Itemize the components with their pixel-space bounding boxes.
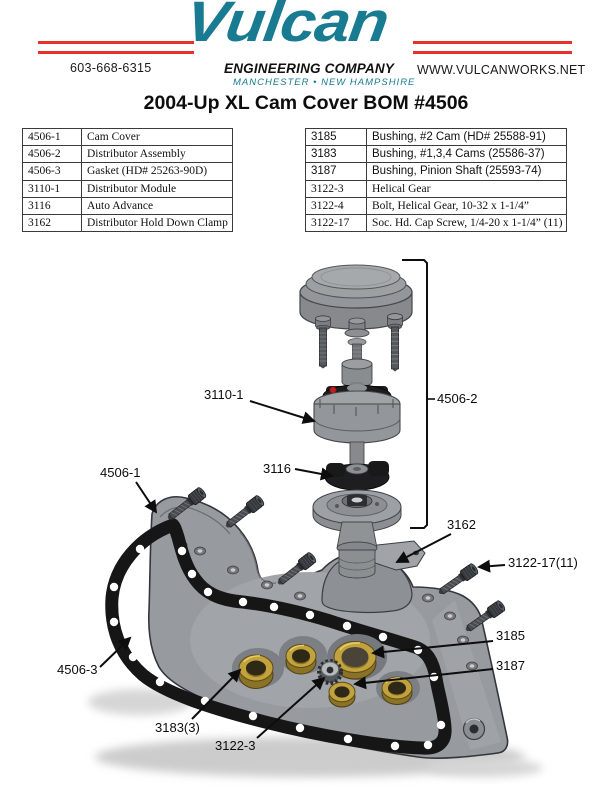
- part-label-4506-1: 4506-1: [100, 465, 140, 480]
- part-description: Gasket (HD# 25263-90D): [81, 162, 233, 181]
- part-description: Bushing, Pinion Shaft (25593-74): [365, 162, 568, 181]
- distributor-module: [313, 384, 401, 444]
- callout-labels: 3110-1 3116 4506-1 3162 3122-17(11) 3185 3187 4…: [57, 259, 578, 753]
- logo-subtitle: ENGINEERING COMPANY: [224, 61, 395, 76]
- distributor-assembly: [299, 264, 413, 579]
- bushing-pinion: [381, 676, 413, 705]
- cam-cover: [147, 496, 509, 759]
- leader-arrow-3162: [395, 533, 452, 563]
- leader-arrow-3110-1: [249, 400, 316, 424]
- part-description: Distributor Hold Down Clamp: [81, 213, 233, 233]
- part-description: Bushing, #1,3,4 Cams (25586-37): [365, 145, 568, 164]
- part-description: Cam Cover: [81, 127, 233, 147]
- part-description: Bushing, #2 Cam (HD# 25588-91): [365, 127, 568, 147]
- part-number: 3122-3: [305, 179, 367, 198]
- part-description: Distributor Assembly: [81, 145, 233, 164]
- part-label-3122-3: 3122-3: [215, 738, 255, 753]
- part-label-3187: 3187: [496, 658, 525, 673]
- header-rule-right-bottom: [413, 51, 572, 54]
- part-description: Soc. Hd. Cap Screw, 1/4-20 x 1-1/4” (11): [365, 213, 568, 233]
- bushing-3183-b: [285, 644, 317, 675]
- distributor-shaft: [349, 441, 365, 467]
- part-label-4506-2: 4506-2: [437, 391, 477, 406]
- part-label-3110-1: 3110-1: [204, 387, 244, 402]
- part-number: 3122-4: [305, 196, 367, 215]
- part-description: Distributor Module: [81, 179, 233, 198]
- rotor-bolt-assembly: [341, 317, 373, 390]
- part-number: 3187: [305, 162, 367, 181]
- logo-tagline: MANCHESTER • NEW HAMPSHIRE: [233, 77, 416, 88]
- gasket: [105, 518, 452, 755]
- part-description: Auto Advance: [81, 196, 233, 215]
- vulcan-logo-wordmark: Vulcan: [181, 0, 393, 54]
- part-number: 3116: [22, 196, 82, 215]
- header-rule-left-top: [38, 41, 194, 44]
- bracket-4506-2: [402, 259, 428, 529]
- bushing-3187: [328, 681, 356, 708]
- part-description: Helical Gear: [365, 179, 568, 198]
- part-label-3183(3): 3183(3): [155, 720, 200, 735]
- header-rule-right-top: [413, 41, 572, 44]
- leader-arrow-3122-17(11): [477, 559, 506, 573]
- part-number: 3162: [22, 213, 82, 233]
- leader-arrow-3183(3): [191, 668, 242, 720]
- header-rule-left-bottom: [38, 51, 194, 54]
- auto-advance: [324, 461, 390, 491]
- part-number: 4506-3: [22, 162, 82, 181]
- distributor-lower-shaft: [336, 521, 378, 579]
- part-number: 3122-17: [305, 213, 367, 233]
- website-url: WWW.VULCANWORKS.NET: [417, 63, 586, 77]
- cap-bolt-right: [386, 313, 404, 373]
- part-number: 4506-2: [22, 145, 82, 164]
- part-description: Bolt, Helical Gear, 10-32 x 1-1/4”: [365, 196, 568, 215]
- part-number: 3183: [305, 145, 367, 164]
- leader-arrow-3116: [294, 467, 334, 481]
- leader-arrow-4506-3: [99, 636, 132, 668]
- part-label-3162: 3162: [447, 517, 476, 532]
- leader-arrow-4506-1: [135, 481, 158, 514]
- part-label-3116: 3116: [263, 461, 291, 476]
- part-number: 4506-1: [22, 127, 82, 147]
- distributor-cap: [299, 264, 413, 330]
- part-label-3185: 3185: [496, 628, 525, 643]
- leader-arrow-3122-3: [256, 676, 326, 739]
- exploded-diagram: 3110-1 3116 4506-1 3162 3122-17(11) 3185 3187 4…: [57, 259, 578, 777]
- part-label-3122-17(11): 3122-17(11): [508, 555, 578, 570]
- part-label-4506-3: 4506-3: [57, 662, 97, 677]
- leader-arrow-3185: [371, 640, 494, 659]
- cap-bolt-left: [315, 315, 331, 369]
- part-number: 3185: [305, 127, 367, 147]
- part-number: 3110-1: [22, 179, 82, 198]
- leader-arrow-3187: [353, 668, 494, 690]
- gasket-bolt-holes: [109, 544, 446, 751]
- bushing-3183: [238, 654, 274, 689]
- page-title: 2004-Up XL Cam Cover BOM #4506: [143, 92, 469, 114]
- phone-number: 603-668-6315: [70, 61, 152, 75]
- distributor-base: [312, 489, 402, 533]
